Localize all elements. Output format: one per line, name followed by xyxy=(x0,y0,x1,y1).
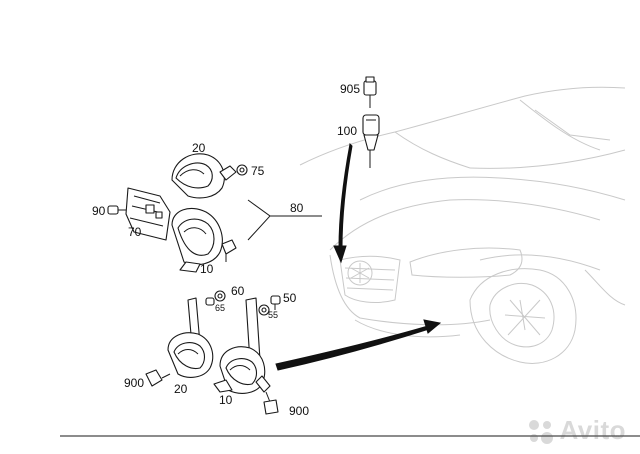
part-900-connector-right xyxy=(263,391,279,415)
label-65: 65 xyxy=(215,303,225,313)
label-905: 905 xyxy=(340,82,360,96)
part-900-connector-left xyxy=(145,369,171,387)
car-outline xyxy=(299,86,626,364)
label-60: 60 xyxy=(231,284,245,298)
avito-watermark: Avito xyxy=(525,415,626,446)
part-50-bolt xyxy=(270,295,281,310)
part-60-washer xyxy=(214,290,226,302)
label-55: 55 xyxy=(268,310,278,320)
part-20-horn-bottom xyxy=(167,297,214,378)
label-50: 50 xyxy=(283,291,297,305)
label-20-top: 20 xyxy=(192,141,206,155)
part-75-nut xyxy=(236,164,248,176)
part-100-sensor xyxy=(362,114,380,168)
arrow-top-to-car xyxy=(333,142,353,264)
label-900-left: 900 xyxy=(124,376,144,390)
label-900-right: 900 xyxy=(289,404,309,418)
label-100: 100 xyxy=(337,124,357,138)
label-70: 70 xyxy=(128,225,142,239)
watermark-text: Avito xyxy=(559,415,626,445)
label-80: 80 xyxy=(290,201,304,215)
label-75: 75 xyxy=(251,164,265,178)
part-80-leader xyxy=(247,199,322,241)
part-20-horn-top xyxy=(171,153,237,199)
avito-dots-icon xyxy=(529,419,554,444)
part-10-horn-bottom xyxy=(213,297,271,394)
part-90-bolt xyxy=(107,205,126,215)
label-90: 90 xyxy=(92,204,106,218)
part-65-bolt xyxy=(205,297,215,306)
part-10-horn-top xyxy=(171,207,237,273)
label-10-bottom: 10 xyxy=(219,393,233,407)
part-70-bracket xyxy=(125,187,171,241)
label-20-bottom: 20 xyxy=(174,382,188,396)
part-905-connector xyxy=(363,76,377,108)
part-55-washer xyxy=(258,304,270,316)
label-10-top: 10 xyxy=(200,262,214,276)
arrow-bottom-to-car xyxy=(275,319,442,371)
